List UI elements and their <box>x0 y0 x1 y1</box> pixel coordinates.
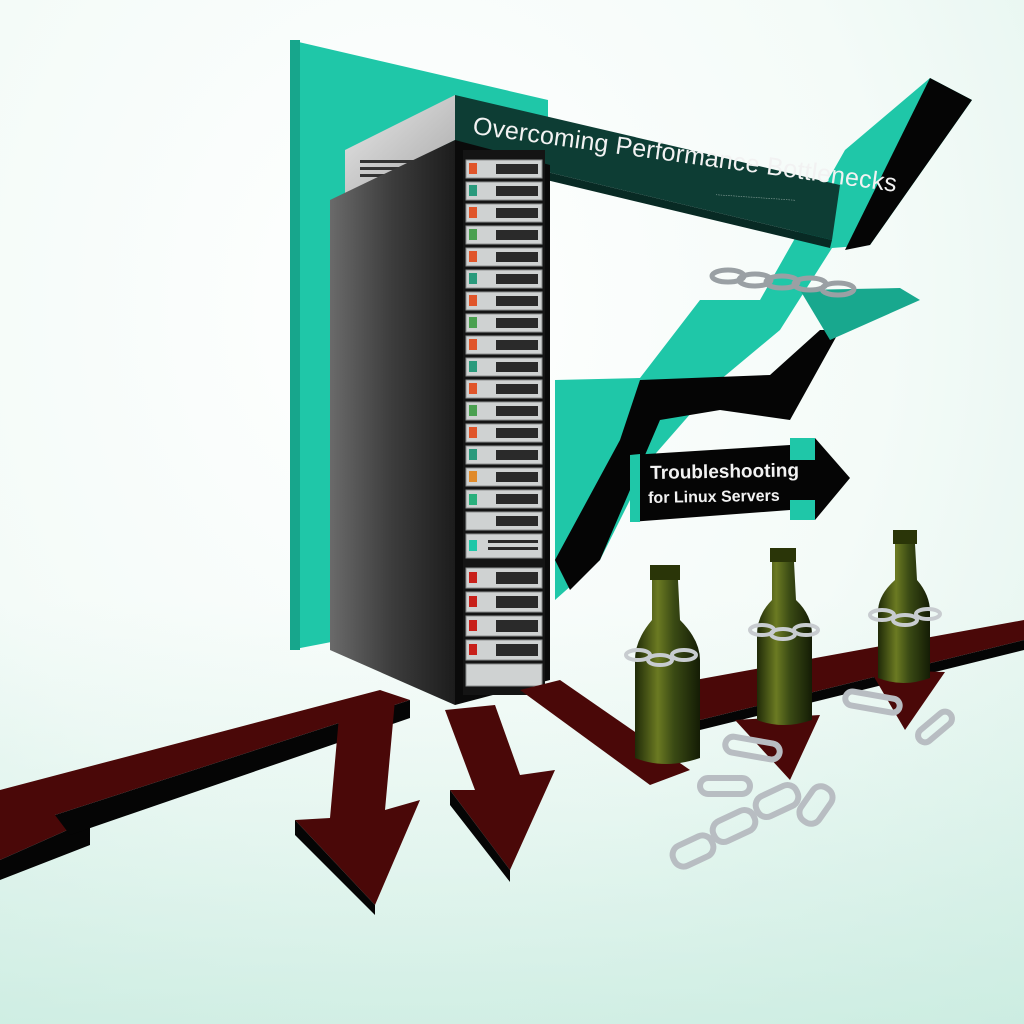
down-arrow-2-icon <box>445 705 555 882</box>
sign-text-line2: for Linux Servers <box>648 487 780 507</box>
sign-text-line1: Troubleshooting <box>650 460 800 484</box>
broken-chain-icon <box>669 688 955 870</box>
left-arrow-icon <box>0 690 410 880</box>
bottle-chains <box>624 607 942 667</box>
rising-arrow-icon <box>555 78 972 600</box>
bottle-2-icon <box>757 548 812 725</box>
bottle-3-icon <box>878 530 930 683</box>
down-arrow-1-icon <box>295 700 420 915</box>
server-rack-icon <box>330 95 550 705</box>
bottle-1-icon <box>635 565 700 764</box>
troubleshooting-sign-arrow <box>630 438 850 522</box>
chain-icon <box>709 267 857 298</box>
drive-bays <box>465 159 543 687</box>
